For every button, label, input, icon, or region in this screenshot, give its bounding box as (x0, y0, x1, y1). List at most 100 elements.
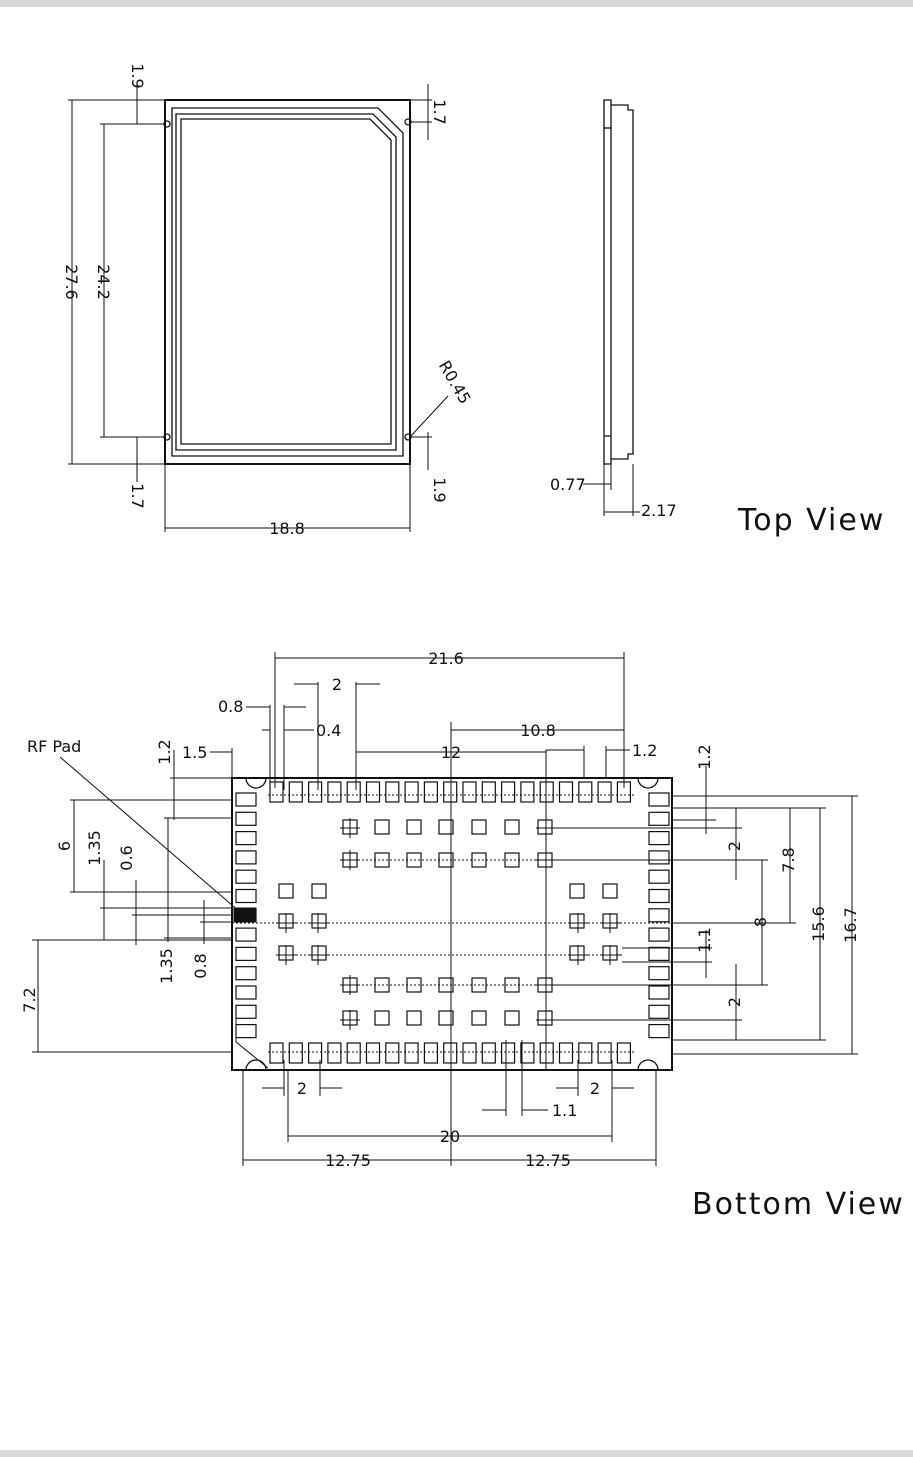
bottom-view-title: Bottom View (692, 1187, 905, 1222)
dim-1-9-top: 1.9 (128, 63, 147, 88)
bottom-edge-pad (424, 1043, 437, 1063)
dim-1-35-a: 1.35 (85, 830, 104, 866)
inner-ground-pad (407, 1011, 421, 1025)
dim-2-bottom-left: 2 (297, 1079, 307, 1098)
left-edge-pad (236, 890, 256, 903)
left-edge-pad (236, 1025, 256, 1038)
left-edge-pad (236, 812, 256, 825)
bottom-view: RF Pad 21.6 2 0.8 (20, 649, 860, 1170)
inner-side-pad (603, 884, 617, 898)
dim-2-top: 2 (332, 675, 342, 694)
top-edge-pad (347, 782, 360, 802)
dim-8: 8 (751, 917, 770, 927)
inner-ground-pad (407, 820, 421, 834)
rf-pad-label: RF Pad (27, 737, 81, 756)
dim-1-5: 1.5 (182, 743, 207, 762)
top-edge-pad (309, 782, 322, 802)
top-edge-pad (579, 782, 592, 802)
left-edge-pad (236, 928, 256, 941)
dim-1-2-right: 1.2 (695, 744, 714, 769)
top-edge-pad (328, 782, 341, 802)
top-edge-pad (540, 782, 553, 802)
dim-27-6: 27.6 (62, 264, 81, 300)
top-edge-pad (270, 782, 283, 802)
left-edge-pad (236, 986, 256, 999)
bottom-edge-pad (502, 1043, 515, 1063)
top-edge-pad (482, 782, 495, 802)
inner-side-pad (312, 914, 326, 928)
top-view-shield-outline (176, 114, 396, 450)
bottom-edge-pad (560, 1043, 573, 1063)
dim-21-6: 21.6 (428, 649, 464, 668)
dim-1-35-b: 1.35 (157, 948, 176, 984)
top-view-outer-outline (165, 100, 410, 464)
dim-1-7-bottom: 1.7 (128, 483, 147, 508)
right-edge-pad (649, 1005, 669, 1018)
right-edge-pad (649, 870, 669, 883)
inner-ground-pad (505, 820, 519, 834)
right-edge-pad (649, 986, 669, 999)
right-edge-pad (649, 890, 669, 903)
dim-r0-45: R0.45 (435, 357, 475, 407)
bottom-edge-pad (444, 1043, 457, 1063)
dim-0-6: 0.6 (117, 845, 136, 870)
bottom-edge-pad (463, 1043, 476, 1063)
top-view-shield-inner (181, 119, 391, 444)
dim-12-75-a: 12.75 (325, 1151, 371, 1170)
right-edge-pad (649, 928, 669, 941)
top-edge-pad (405, 782, 418, 802)
bottom-edge-pad (289, 1043, 302, 1063)
inner-ground-pad (472, 1011, 486, 1025)
inner-side-pad (312, 946, 326, 960)
bottom-edge-pad (482, 1043, 495, 1063)
dim-7-8: 7.8 (779, 847, 798, 872)
dim-0-8-top: 0.8 (218, 697, 243, 716)
dim-0-8-left: 0.8 (191, 953, 210, 978)
bottom-edge-pad (347, 1043, 360, 1063)
inner-side-pad (570, 884, 584, 898)
inner-ground-pad (505, 1011, 519, 1025)
dim-10-8: 10.8 (520, 721, 556, 740)
dim-1-9-bottom-right: 1.9 (430, 477, 449, 502)
dim-15-6: 15.6 (809, 906, 828, 942)
right-edge-pad (649, 967, 669, 980)
dim-1-1-bottom: 1.1 (552, 1101, 577, 1120)
top-edge-pad (463, 782, 476, 802)
dim-7-2: 7.2 (20, 987, 39, 1012)
bottom-edge-pad (540, 1043, 553, 1063)
bottom-edge-pad (367, 1043, 380, 1063)
left-edge-pad (236, 1005, 256, 1018)
bottom-edge-pad (386, 1043, 399, 1063)
right-edge-pad (649, 812, 669, 825)
bottom-edge-pad (270, 1043, 283, 1063)
top-edge-pad (598, 782, 611, 802)
top-edge-pad (424, 782, 437, 802)
dim-16-7: 16.7 (841, 907, 860, 943)
dim-1-2-left: 1.2 (155, 739, 174, 764)
dim-1-1-right: 1.1 (695, 927, 714, 952)
top-edge-pad (560, 782, 573, 802)
dim-12-75-b: 12.75 (525, 1151, 571, 1170)
pad-array (236, 782, 669, 1068)
top-view-front: 27.6 24.2 1.9 1.7 1.7 1.9 R0.45 (62, 63, 475, 538)
bottom-edge-pad (405, 1043, 418, 1063)
dim-2-right-b: 2 (725, 997, 744, 1007)
inner-side-pad (570, 914, 584, 928)
bottom-edge-pad (328, 1043, 341, 1063)
right-edge-pad (649, 832, 669, 845)
inner-ground-pad (538, 820, 552, 834)
left-edge-pad (236, 832, 256, 845)
dim-1-2-top: 1.2 (632, 741, 657, 760)
dim-12: 12 (441, 743, 461, 762)
top-edge-pad (386, 782, 399, 802)
inner-side-pad (570, 946, 584, 960)
left-edge-pad (236, 793, 256, 806)
inner-side-pad (312, 884, 326, 898)
inner-ground-pad (472, 820, 486, 834)
left-edge-pad (236, 851, 256, 864)
inner-side-pad (279, 884, 293, 898)
left-edge-pad (236, 947, 256, 960)
dim-1-7-top-right: 1.7 (430, 99, 449, 124)
